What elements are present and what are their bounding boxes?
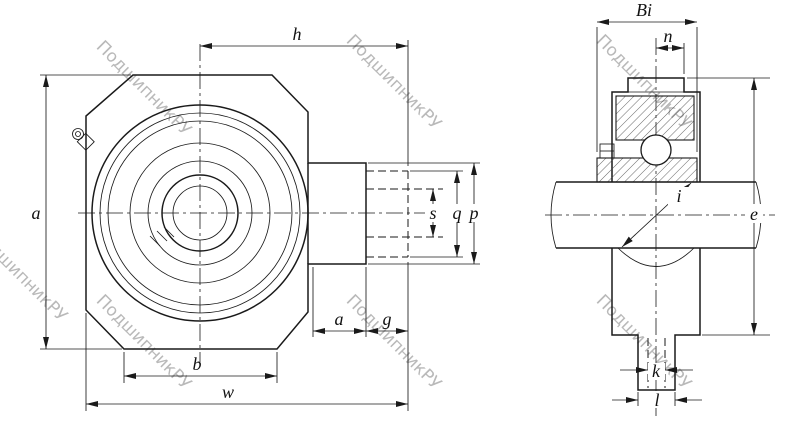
label-backing — [449, 204, 465, 222]
housing-seat-circle — [99, 112, 301, 314]
watermark-layer: ПодшипникРУ ПодшипникРУ ПодшипникРУ Подш… — [0, 31, 695, 394]
dim-label-s: s — [429, 203, 436, 223]
dim-label-g: g — [383, 309, 392, 329]
ball-element — [640, 134, 672, 166]
bore-circle — [161, 174, 239, 252]
watermark-text: ПодшипникРУ — [342, 31, 445, 134]
set-screw-hatch — [149, 226, 175, 247]
label-backing — [668, 187, 690, 205]
extension-lines-side — [596, 27, 770, 406]
bore-chamfer-circle — [172, 185, 228, 241]
dim-label-p: p — [468, 203, 479, 223]
dim-label-a-bottom: a — [335, 309, 344, 329]
housing-rim-circle — [91, 104, 309, 322]
dim-label-n: n — [664, 26, 673, 46]
label-backing — [650, 392, 664, 408]
inner-ring-circle — [147, 160, 253, 266]
dim-label-i: i — [676, 186, 681, 206]
label-backing — [425, 204, 441, 222]
outer-ring-circle — [107, 120, 293, 306]
grease-fitting — [72, 128, 95, 151]
front-view: h a s q p a g b w — [32, 24, 482, 411]
housing-profile-lower — [611, 248, 701, 391]
bearing-circles — [91, 104, 309, 322]
watermark-text: ПодшипникРУ — [0, 223, 71, 326]
label-backing — [466, 204, 482, 222]
watermark-text: ПодшипникРУ — [342, 291, 445, 394]
dim-label-l: l — [654, 390, 659, 410]
label-backing — [745, 204, 763, 223]
dim-label-h: h — [293, 24, 302, 44]
raceway-circle — [129, 142, 271, 284]
set-screw — [599, 143, 615, 159]
side-view: Bi n i e k l — [545, 0, 775, 416]
bore-arc — [617, 247, 695, 267]
watermark-text: ПодшипникРУ — [92, 37, 195, 140]
outer-ring-section — [615, 95, 695, 141]
label-backing — [648, 363, 665, 380]
extension-lines-front — [40, 40, 480, 411]
watermark-text: ПодшипникРУ — [92, 291, 195, 394]
dim-label-a-left: a — [32, 203, 41, 223]
dim-label-w: w — [222, 382, 234, 402]
dim-label-b: b — [193, 354, 202, 374]
dim-label-k: k — [652, 361, 661, 381]
dim-label-bi: Bi — [636, 0, 652, 20]
dim-label-e: e — [750, 204, 758, 224]
dim-label-q: q — [453, 203, 462, 223]
watermark-text: ПодшипникРУ — [592, 291, 695, 394]
